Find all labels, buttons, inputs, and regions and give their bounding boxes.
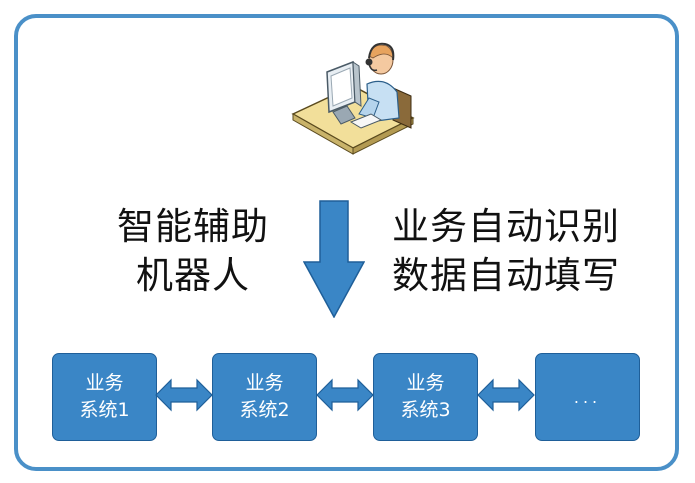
system-box-label: 系统3 — [400, 399, 451, 421]
system-box-2: 业务 系统2 — [212, 353, 317, 441]
system-box-3: 业务 系统3 — [373, 353, 478, 441]
system-box-label: 业务 — [245, 372, 284, 394]
operator-workstation-icon — [291, 42, 415, 155]
automation-caption-line-1: 业务自动识别 — [392, 205, 620, 248]
system-box-ellipsis: ... — [573, 387, 602, 407]
system-box-label: 业务 — [406, 372, 445, 394]
automation-caption: 业务自动识别 数据自动填写 — [392, 202, 642, 300]
automation-caption-line-2: 数据自动填写 — [392, 254, 620, 297]
system-box-label: 业务 — [85, 372, 124, 394]
double-arrow-icon — [316, 378, 374, 412]
robot-caption-line-2: 机器人 — [136, 254, 250, 297]
system-box-label: 系统2 — [239, 399, 290, 421]
double-arrow-icon — [477, 378, 535, 412]
robot-caption-line-1: 智能辅助 — [117, 205, 269, 248]
robot-caption: 智能辅助 机器人 — [108, 202, 278, 300]
system-box-more: ... — [535, 353, 640, 441]
system-box-label: 系统1 — [79, 399, 130, 421]
system-box-1: 业务 系统1 — [52, 353, 157, 441]
double-arrow-icon — [155, 378, 213, 412]
arrow-down-icon — [303, 200, 365, 318]
